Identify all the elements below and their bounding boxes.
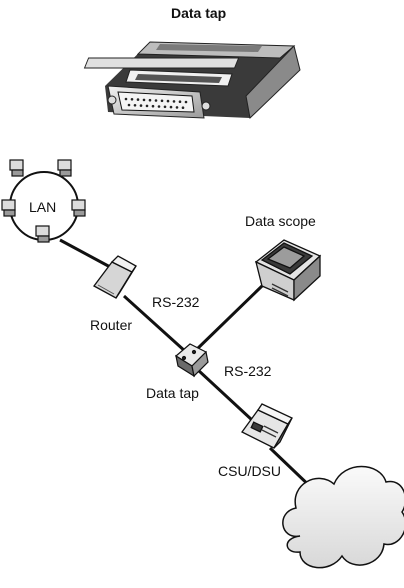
data-tap-device bbox=[174, 343, 209, 378]
data-tap-connector-image bbox=[83, 41, 301, 120]
label-data-tap: Data tap bbox=[146, 385, 199, 401]
label-csu-dsu: CSU/DSU bbox=[218, 463, 282, 479]
label-rs232-lower: RS-232 bbox=[224, 363, 272, 379]
csu-dsu-device bbox=[241, 403, 293, 449]
cable-router-tap bbox=[122, 294, 188, 354]
cable-scope-tap bbox=[192, 284, 264, 354]
data-scope-device bbox=[254, 239, 322, 302]
cable-lines bbox=[59, 238, 318, 494]
diagram-title: Data tap bbox=[171, 5, 227, 21]
label-rs232-upper: RS-232 bbox=[152, 294, 200, 310]
cable-lan-router bbox=[59, 238, 113, 270]
router-device bbox=[93, 255, 137, 299]
label-data-scope: Data scope bbox=[245, 213, 316, 229]
cable-tap-csu bbox=[196, 368, 254, 422]
lan-ring bbox=[1, 159, 86, 243]
wan-cloud bbox=[282, 465, 404, 569]
lan-workstation-icons bbox=[1, 159, 86, 243]
label-lan: LAN bbox=[29, 199, 57, 215]
label-router: Router bbox=[90, 317, 133, 333]
